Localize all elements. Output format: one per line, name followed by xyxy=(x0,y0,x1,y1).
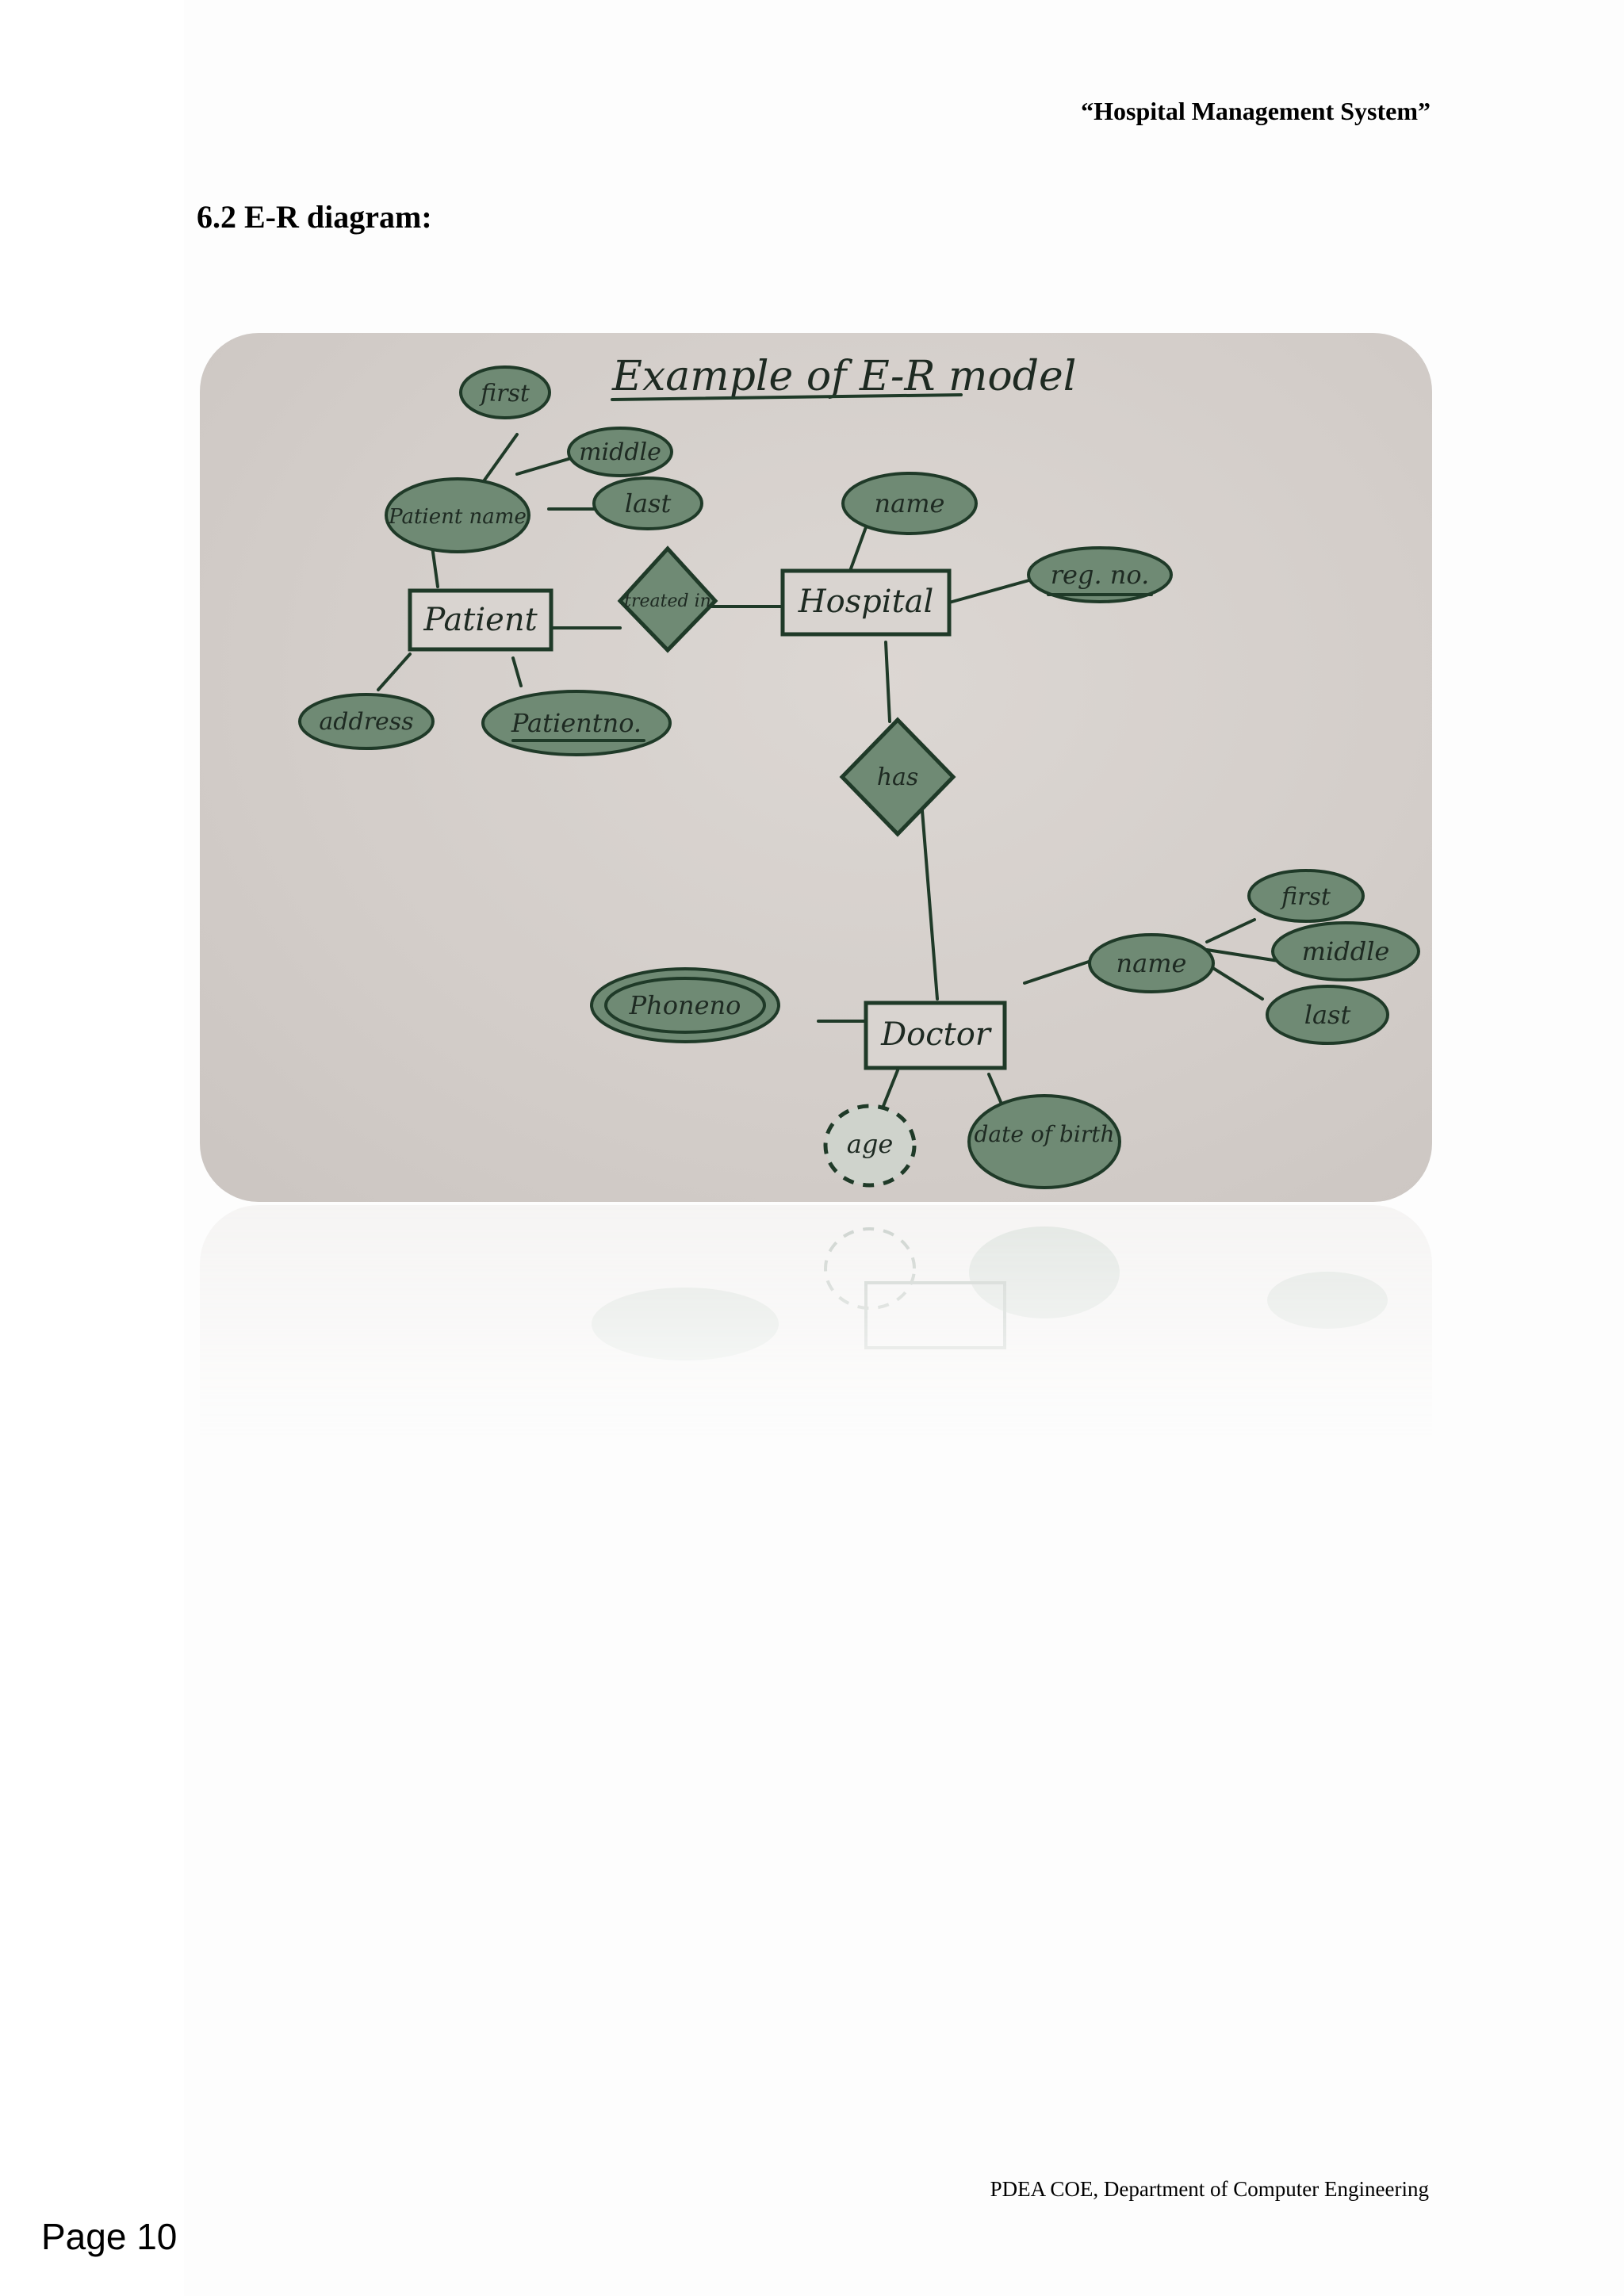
attr-patientno-label: Patientno. xyxy=(511,708,642,738)
entity-patient-label: Patient xyxy=(423,602,538,638)
attr-last-patient-label: last xyxy=(625,488,672,519)
attr-middle-patient xyxy=(567,427,673,477)
running-header: “Hospital Management System” xyxy=(1081,97,1431,125)
er-diagram-photo: Example of E-R model first middle last P… xyxy=(200,333,1432,1202)
photo-reflection xyxy=(200,1205,1432,1443)
attr-date-of-birth xyxy=(967,1094,1121,1189)
relationship-has-label: has xyxy=(877,763,919,791)
attr-doctor-name-label: name xyxy=(1116,948,1187,978)
attr-first-doctor-label: first xyxy=(1280,883,1331,911)
entity-doctor-label: Doctor xyxy=(880,1016,993,1053)
reflection-shapes xyxy=(200,1205,1432,1443)
relationship-has xyxy=(839,717,956,837)
attr-date-of-birth-label: date of birth xyxy=(974,1121,1114,1147)
attr-middle-doctor-label: middle xyxy=(1302,936,1390,966)
er-diagram: Example of E-R model first middle last P… xyxy=(298,353,1420,1189)
attr-hospital-name-label: name xyxy=(875,488,945,519)
page-number: Page 10 xyxy=(41,2216,178,2257)
attr-middle-doctor xyxy=(1271,921,1420,982)
title-underline xyxy=(611,393,963,401)
section-heading: 6.2 E-R diagram: xyxy=(197,199,432,235)
attr-address xyxy=(298,693,435,750)
relationship-treated-in-label: treated in xyxy=(624,591,711,611)
attr-first-patient xyxy=(459,365,551,419)
attr-last-doctor-label: last xyxy=(1304,1000,1351,1030)
attr-age-derived xyxy=(823,1104,917,1188)
attr-reg-no-label: reg. no. xyxy=(1051,560,1150,590)
attr-first-doctor xyxy=(1247,869,1365,923)
attr-reg-no xyxy=(1027,546,1173,603)
attr-phoneno-multivalued-ring xyxy=(604,977,766,1034)
attr-phoneno xyxy=(590,967,780,1043)
page-margin xyxy=(0,0,184,2296)
attr-patient-name xyxy=(385,477,530,553)
attr-age-label: age xyxy=(847,1129,894,1159)
attr-last-patient xyxy=(592,476,703,530)
entity-hospital-label: Hospital xyxy=(798,584,934,620)
entity-doctor xyxy=(864,1001,1007,1070)
attr-first-patient-label: first xyxy=(479,380,530,408)
attr-phoneno-label: Phoneno xyxy=(629,990,741,1020)
attr-doctor-name xyxy=(1088,933,1215,993)
attr-patient-name-label: Patient name xyxy=(388,505,527,529)
entity-patient xyxy=(408,588,553,652)
entity-hospital xyxy=(780,568,952,637)
er-diagram-title: Example of E-R model xyxy=(611,353,1076,400)
relationship-treated-in xyxy=(617,545,718,653)
attr-address-label: address xyxy=(319,708,413,736)
footer-organization: PDEA COE, Department of Computer Enginee… xyxy=(990,2177,1429,2201)
attr-last-doctor xyxy=(1266,985,1389,1045)
attr-hospital-name xyxy=(841,472,978,535)
attr-middle-patient-label: middle xyxy=(579,438,661,466)
